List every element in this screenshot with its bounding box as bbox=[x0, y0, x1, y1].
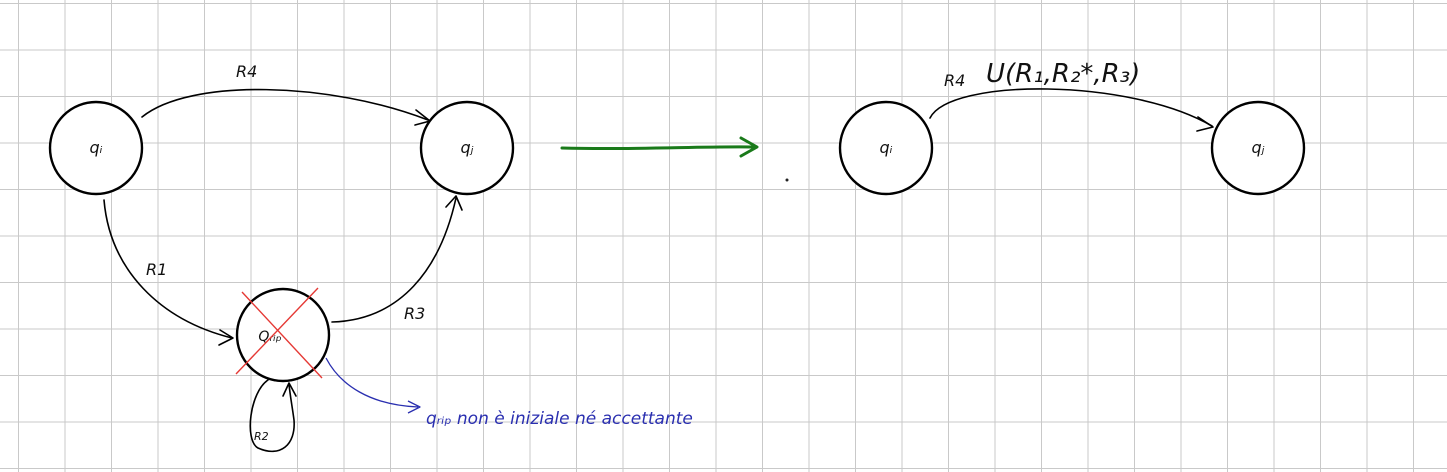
state-qi-right-label: qᵢ bbox=[879, 138, 892, 157]
note-arrow bbox=[325, 357, 419, 408]
state-qrip bbox=[235, 287, 331, 383]
note-text: qᵣᵢₚ non è iniziale né accettante bbox=[426, 409, 693, 429]
edge-label-union: U(R₁,R₂*,R₃) bbox=[986, 59, 1140, 89]
edge-label-r1: R1 bbox=[146, 260, 167, 279]
state-qi-left bbox=[48, 100, 144, 196]
state-qj-left-label: qⱼ bbox=[461, 138, 474, 157]
left-automaton: R4 R1 R3 R2 qᵢ qⱼ Qᵣᵢₚ qᵣᵢₚ non è inizia… bbox=[48, 62, 693, 453]
removed-state-cross bbox=[235, 287, 323, 379]
note-arrowhead bbox=[407, 400, 421, 414]
state-qj-right-label: qⱼ bbox=[1252, 138, 1265, 157]
edge-qrip-qj bbox=[331, 197, 457, 323]
arrowhead-qrip-qj bbox=[445, 195, 463, 211]
cross-stroke-1 bbox=[241, 291, 323, 379]
ink-dot bbox=[785, 178, 789, 182]
right-automaton: R4 U(R₁,R₂*,R₃) qᵢ qⱼ bbox=[838, 59, 1306, 196]
self-loop-qrip bbox=[249, 379, 295, 453]
cross-stroke-2 bbox=[235, 287, 319, 375]
green-arrow-shaft bbox=[560, 145, 758, 151]
loop-label-r2: R2 bbox=[254, 430, 269, 443]
arrowhead-qi-qrip bbox=[218, 329, 234, 346]
state-qj-right bbox=[1210, 100, 1306, 196]
edge-label-r3: R3 bbox=[404, 304, 425, 323]
green-arrowhead bbox=[739, 136, 759, 158]
edge-qi-qj-right bbox=[929, 88, 1213, 127]
state-qj-left bbox=[419, 100, 515, 196]
edge-label-r4-right: R4 bbox=[944, 71, 965, 90]
arrowhead-qi-qj-right bbox=[1196, 116, 1214, 132]
transformation-arrow bbox=[560, 136, 759, 158]
edge-qi-qrip bbox=[103, 199, 233, 339]
arrowhead-self-loop bbox=[282, 382, 297, 397]
state-qi-right bbox=[838, 100, 934, 196]
edge-label-r4: R4 bbox=[236, 62, 257, 81]
state-qi-left-label: qᵢ bbox=[89, 138, 102, 157]
edge-qi-qj bbox=[141, 88, 429, 121]
